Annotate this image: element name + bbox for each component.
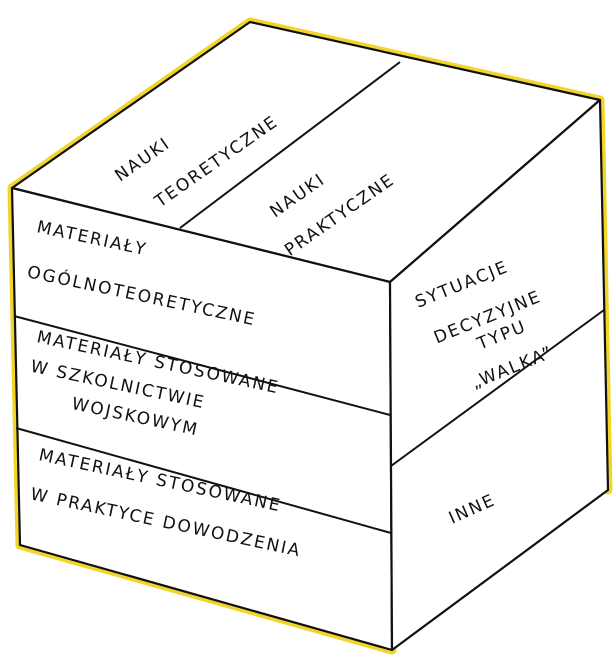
cube-diagram: NAUKI TEORETYCZNE NAUKI PRAKTYCZNE MATER… xyxy=(0,0,616,664)
cube-svg: NAUKI TEORETYCZNE NAUKI PRAKTYCZNE MATER… xyxy=(0,0,616,664)
